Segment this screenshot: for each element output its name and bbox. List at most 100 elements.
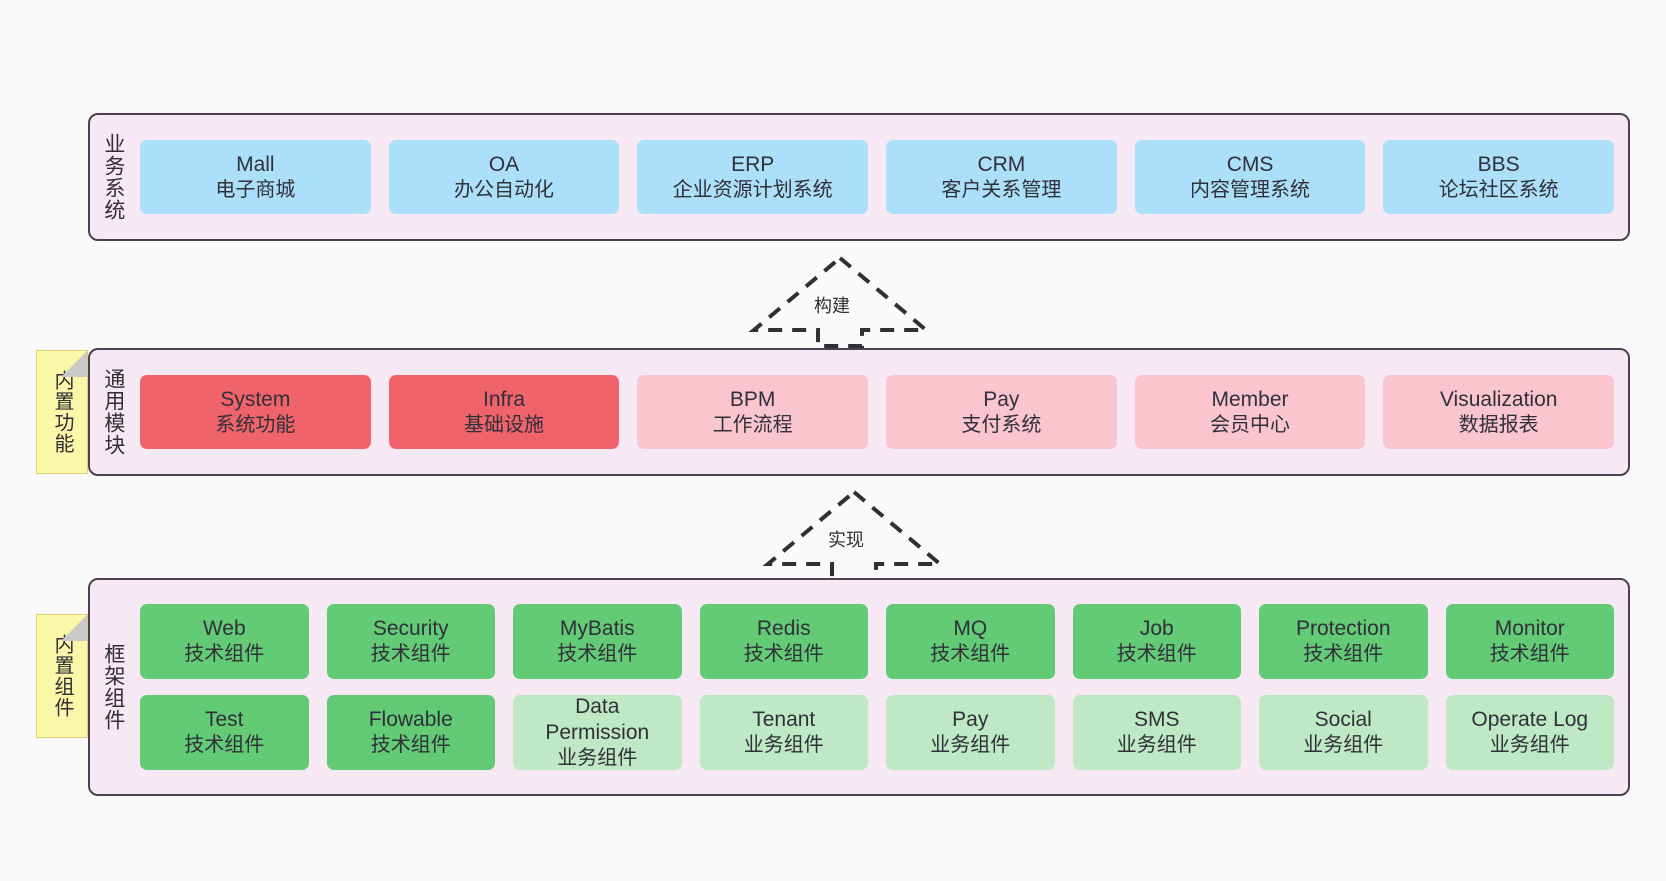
card-visualization[interactable]: Visualization 数据报表 (1383, 375, 1615, 449)
card-subtitle: 支付系统 (961, 413, 1042, 436)
card-title-line2: Permission (545, 721, 650, 745)
card-title: Pay (983, 387, 1020, 411)
card-title: OA (488, 152, 520, 176)
card-title: Flowable (368, 708, 453, 732)
card-subtitle: 技术组件 (557, 643, 638, 666)
card-job[interactable]: Job 技术组件 (1072, 604, 1241, 679)
card-title: Test (204, 708, 244, 732)
card-title: Job (1139, 617, 1174, 641)
connector-label-build: 构建 (814, 296, 850, 316)
card-title: Protection (1295, 617, 1391, 641)
layer-label-modules: 通用模块 (101, 368, 125, 456)
card-title: MQ (953, 617, 988, 641)
card-sms[interactable]: SMS 业务组件 (1072, 695, 1241, 770)
layer-label-framework: 框架组件 (101, 643, 125, 731)
card-pay-component[interactable]: Pay 业务组件 (886, 695, 1055, 770)
card-operate-log[interactable]: Operate Log 业务组件 (1445, 695, 1614, 770)
card-subtitle: 技术组件 (1303, 643, 1384, 666)
card-subtitle: 会员中心 (1210, 413, 1291, 436)
card-title: Member (1211, 387, 1289, 411)
card-subtitle: 技术组件 (184, 734, 265, 757)
card-redis[interactable]: Redis 技术组件 (699, 604, 868, 679)
card-title: Infra (482, 387, 526, 411)
card-social[interactable]: Social 业务组件 (1259, 695, 1428, 770)
card-title: Pay (952, 708, 989, 732)
card-crm[interactable]: CRM 客户关系管理 (886, 140, 1117, 214)
card-tenant[interactable]: Tenant 业务组件 (699, 695, 868, 770)
card-mybatis[interactable]: MyBatis 技术组件 (513, 604, 682, 679)
card-test[interactable]: Test 技术组件 (140, 695, 309, 770)
card-subtitle: 技术组件 (184, 643, 265, 666)
card-subtitle: 业务组件 (1489, 734, 1570, 757)
card-title: Redis (756, 617, 811, 641)
card-title: Visualization (1439, 387, 1558, 411)
card-title: BBS (1477, 152, 1520, 176)
card-title: System (220, 387, 291, 411)
card-title: Monitor (1494, 617, 1565, 641)
card-oa[interactable]: OA 办公自动化 (388, 140, 620, 214)
card-subtitle: 技术组件 (370, 643, 451, 666)
card-mall[interactable]: Mall 电子商城 (140, 140, 371, 214)
layer-common-modules: 通用模块 System 系统功能 Infra 基础设施 BPM 工作流程 Pay… (88, 348, 1630, 476)
card-title: CMS (1226, 152, 1274, 176)
card-subtitle: 技术组件 (370, 734, 451, 757)
card-subtitle: 内容管理系统 (1190, 178, 1311, 201)
card-subtitle: 业务组件 (1303, 734, 1384, 757)
card-erp[interactable]: ERP 企业资源计划系统 (637, 140, 869, 214)
card-row: Mall 电子商城 OA 办公自动化 ERP 企业资源计划系统 CRM 客户关系… (140, 140, 1615, 214)
card-row: Test 技术组件 Flowable 技术组件 Data Permission … (140, 695, 1614, 770)
card-subtitle: 电子商城 (215, 178, 296, 201)
card-title: Web (202, 617, 246, 641)
card-subtitle: 基础设施 (464, 413, 544, 436)
card-web[interactable]: Web 技术组件 (140, 604, 309, 679)
card-flowable[interactable]: Flowable 技术组件 (326, 695, 495, 770)
card-title: Security (372, 617, 449, 641)
card-cms[interactable]: CMS 内容管理系统 (1134, 140, 1366, 214)
card-subtitle: 工作流程 (712, 413, 793, 436)
card-title: Tenant (752, 708, 816, 732)
card-member[interactable]: Member 会员中心 (1134, 375, 1366, 449)
layer-body-framework: Web 技术组件 Security 技术组件 MyBatis 技术组件 Redi… (136, 580, 1628, 794)
card-subtitle: 客户关系管理 (941, 178, 1062, 201)
card-subtitle: 技术组件 (930, 643, 1011, 666)
layer-body-modules: System 系统功能 Infra 基础设施 BPM 工作流程 Pay 支付系统… (136, 350, 1628, 474)
connector-build: 构建 (748, 255, 932, 348)
card-subtitle: 论坛社区系统 (1438, 178, 1559, 201)
card-title: Data (575, 695, 620, 719)
card-bpm[interactable]: BPM 工作流程 (637, 375, 869, 449)
layer-body-business: Mall 电子商城 OA 办公自动化 ERP 企业资源计划系统 CRM 客户关系… (136, 115, 1628, 239)
card-mq[interactable]: MQ 技术组件 (886, 604, 1055, 679)
card-subtitle: 系统功能 (215, 413, 296, 436)
card-subtitle: 业务组件 (930, 734, 1011, 757)
card-pay[interactable]: Pay 支付系统 (886, 375, 1117, 449)
card-system[interactable]: System 系统功能 (140, 375, 371, 449)
card-title: SMS (1133, 708, 1180, 732)
card-data-permission[interactable]: Data Permission 业务组件 (513, 695, 682, 770)
card-title: Operate Log (1471, 708, 1589, 732)
layer-business-systems: 业务系统 Mall 电子商城 OA 办公自动化 ERP 企业资源计划系统 CRM… (88, 113, 1630, 241)
card-subtitle: 办公自动化 (454, 178, 554, 201)
card-infra[interactable]: Infra 基础设施 (388, 375, 620, 449)
card-subtitle: 业务组件 (743, 734, 824, 757)
card-monitor[interactable]: Monitor 技术组件 (1445, 604, 1614, 679)
card-row: Web 技术组件 Security 技术组件 MyBatis 技术组件 Redi… (140, 604, 1614, 679)
card-title: Social (1314, 708, 1372, 732)
layer-label-business: 业务系统 (101, 133, 125, 221)
card-subtitle: 企业资源计划系统 (672, 178, 833, 201)
card-subtitle: 业务组件 (1116, 734, 1197, 757)
sticky-note-builtin-features: 内置功能 (36, 350, 88, 474)
card-title: Mall (236, 152, 275, 176)
card-subtitle: 数据报表 (1458, 413, 1539, 436)
layer-framework-components: 框架组件 Web 技术组件 Security 技术组件 MyBatis 技术组件… (88, 578, 1630, 796)
dashed-hollow-arrow-icon (748, 255, 932, 348)
sticky-note-builtin-components: 内置组件 (36, 614, 88, 738)
card-bbs[interactable]: BBS 论坛社区系统 (1383, 140, 1615, 214)
card-subtitle: 技术组件 (743, 643, 824, 666)
card-protection[interactable]: Protection 技术组件 (1259, 604, 1428, 679)
card-title: BPM (729, 387, 776, 411)
card-security[interactable]: Security 技术组件 (326, 604, 495, 679)
card-row: System 系统功能 Infra 基础设施 BPM 工作流程 Pay 支付系统… (140, 375, 1615, 449)
card-subtitle: 技术组件 (1116, 643, 1197, 666)
card-title: MyBatis (559, 617, 635, 641)
